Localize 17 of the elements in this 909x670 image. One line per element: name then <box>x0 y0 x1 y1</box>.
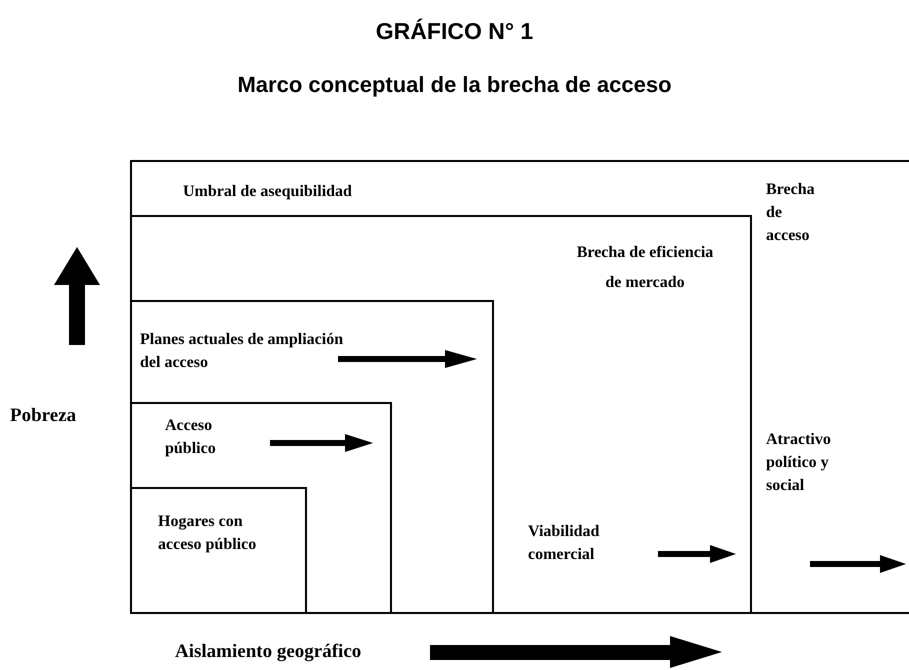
axis-label: Aislamiento geográfico <box>175 640 362 664</box>
region-label: Planes actuales de ampliación del acceso <box>140 330 344 374</box>
region-label: Atractivo político y social <box>766 430 832 496</box>
subtitle: Marco conceptual de la brecha de acceso <box>236 72 673 98</box>
region-label: Umbral de asequibilidad <box>183 182 353 202</box>
region-label: Viabilidad comercial <box>528 522 600 566</box>
region-box <box>130 215 752 614</box>
title: GRÁFICO N° 1 <box>374 18 534 45</box>
region-box <box>130 402 392 614</box>
region-box <box>130 160 909 614</box>
region-label: Brecha de eficiencia de mercado <box>576 243 714 294</box>
region-box <box>130 300 494 614</box>
axis-label: Pobreza <box>10 404 78 428</box>
region-label: Brecha de acceso <box>766 180 816 246</box>
region-label: Acceso público <box>165 416 217 460</box>
region-label: Hogares con acceso público <box>158 512 258 556</box>
region-box <box>130 487 307 614</box>
